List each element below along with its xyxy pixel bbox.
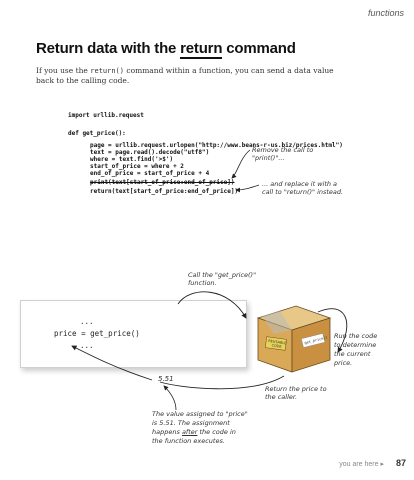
returned-value: 5.51 xyxy=(158,375,174,383)
intro-part1: If you use the xyxy=(36,66,91,75)
page-footer: you are here ▸ 87 xyxy=(339,458,406,468)
annotation-value-1: The value assigned to "price" xyxy=(152,410,248,418)
caller-dots-bottom: ... xyxy=(80,341,94,350)
box-label-reusable: REUSABLE xyxy=(268,339,287,346)
annotation-value-3: happens after the code in xyxy=(152,428,236,436)
title-post: command xyxy=(222,40,296,57)
page-number: 87 xyxy=(395,458,406,468)
annotation-remove-1: Remove the call to xyxy=(252,146,314,154)
annotation-value-3-post: the code in xyxy=(197,428,236,436)
box-tag: get_price() xyxy=(304,335,328,345)
annotation-value-4: the function executes. xyxy=(152,437,225,445)
annotation-replace-1: ... and replace it with a xyxy=(262,180,338,188)
footer-you-are-here: you are here ▸ xyxy=(339,461,384,468)
annotation-run-4: price. xyxy=(334,359,353,367)
annotation-return-2: the caller. xyxy=(265,393,298,401)
annotation-run-2: to determine xyxy=(334,341,377,349)
annotation-return-1: Return the price to xyxy=(265,385,327,393)
code-line-print-struck: print(text[start_of_price:end_of_price]) xyxy=(90,179,235,186)
code-line-import: import urllib.request xyxy=(68,112,144,119)
intro-paragraph: If you use the return() command within a… xyxy=(36,66,336,86)
annotation-call-1: Call the "get_price()" xyxy=(188,271,257,279)
annotation-run-3: the current xyxy=(334,350,371,358)
reusable-code-box-icon: REUSABLE CODE get_price() xyxy=(256,305,332,373)
annotation-call-2: function. xyxy=(188,279,217,287)
caller-dots-top: ... xyxy=(80,317,94,326)
code-line-end: end_of_price = start_of_price + 4 xyxy=(90,170,210,177)
box-label-code: CODE xyxy=(271,343,282,348)
annotation-replace-2: call to "return()" instead. xyxy=(262,188,344,196)
arrow-value-note xyxy=(163,385,177,411)
code-line-text: text = page.read().decode("utf8") xyxy=(90,149,210,156)
title-keyword: return xyxy=(180,40,223,59)
annotation-value-3-em: after xyxy=(181,428,198,436)
title-pre: Return data with the xyxy=(36,40,181,57)
annotation-run-1: Run the code xyxy=(334,332,378,340)
code-line-page: page = urllib.request.urlopen("http://ww… xyxy=(90,142,343,149)
page-title: Return data with the return command xyxy=(36,40,296,59)
code-line-where: where = text.find('>$') xyxy=(90,156,174,163)
code-line-def: def get_price(): xyxy=(68,130,126,137)
code-line-start: start_of_price = where + 2 xyxy=(90,163,184,170)
code-panel xyxy=(52,100,386,220)
intro-code: return() xyxy=(90,67,124,75)
caller-assignment: price = get_price() xyxy=(54,329,140,338)
annotation-value-3-pre: happens xyxy=(152,428,182,436)
code-line-return: return(text[start_of_price:end_of_price]… xyxy=(90,188,239,195)
intro-part2: command within a function, you can send … xyxy=(36,66,334,85)
annotation-value-2: is 5.51. The assignment xyxy=(152,419,230,427)
section-tab: functions xyxy=(367,8,404,18)
annotation-remove-2: "print()"... xyxy=(252,154,285,162)
